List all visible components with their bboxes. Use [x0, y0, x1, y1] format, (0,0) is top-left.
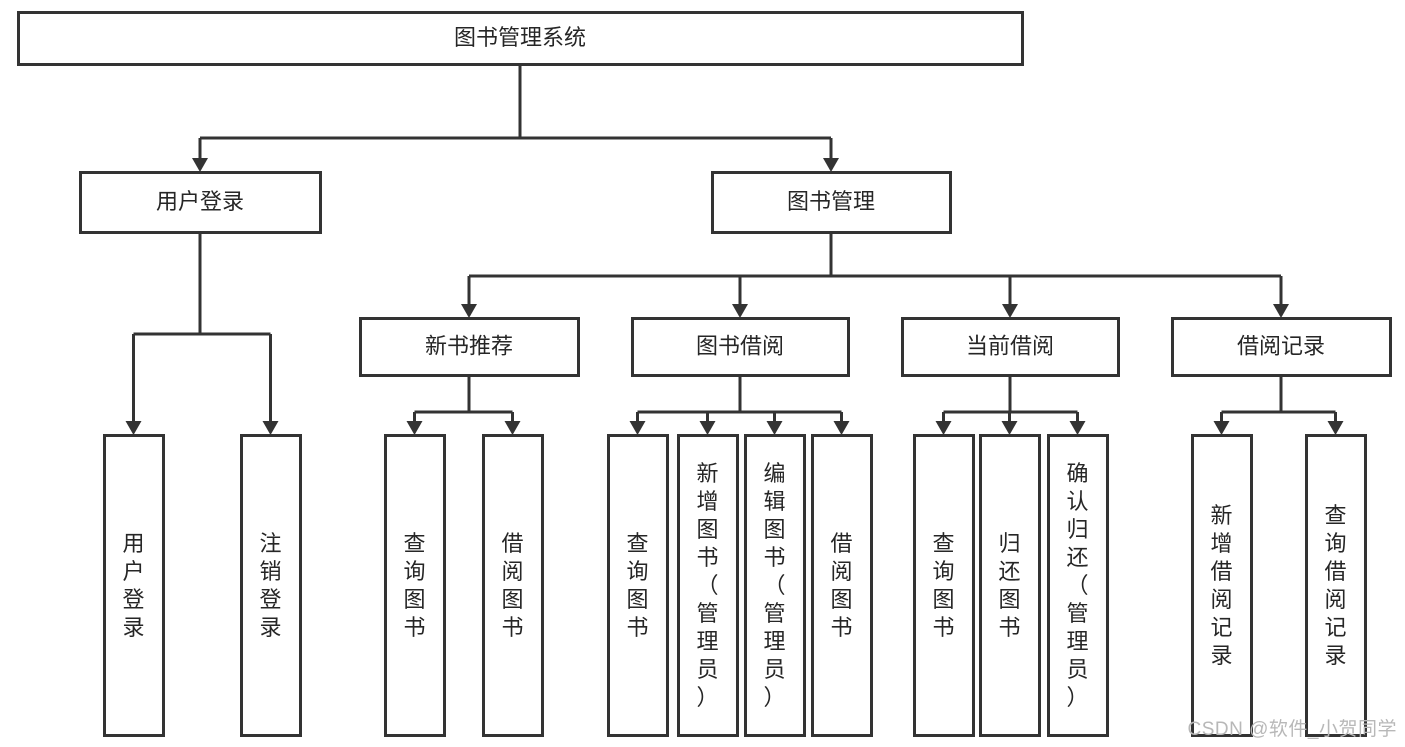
node-leaf-query-book-2-label: 查询图书 — [626, 531, 648, 640]
node-borrow-record[interactable] — [1171, 317, 1392, 377]
arrow-head-icon — [1002, 304, 1018, 318]
node-leaf-query-book-1[interactable] — [384, 434, 446, 737]
arrow-head-icon — [935, 421, 952, 435]
node-leaf-user-login[interactable] — [103, 434, 165, 737]
arrow-head-icon — [1069, 421, 1086, 435]
node-leaf-borrow-book-2[interactable] — [811, 434, 873, 737]
arrow-head-icon — [461, 304, 477, 318]
node-leaf-query-book-3[interactable] — [913, 434, 975, 737]
node-book-borrow[interactable] — [631, 317, 850, 377]
node-leaf-return-book[interactable] — [979, 434, 1041, 737]
arrow-head-icon — [262, 421, 279, 435]
arrow-head-icon — [699, 421, 716, 435]
node-leaf-query-book-2[interactable] — [607, 434, 669, 737]
arrow-head-icon — [732, 304, 748, 318]
node-leaf-query-record[interactable] — [1305, 434, 1367, 737]
node-leaf-confirm-return[interactable] — [1047, 434, 1109, 737]
node-user-login-label: 用户登录 — [156, 189, 244, 214]
arrow-head-icon — [766, 421, 783, 435]
node-book-manage[interactable] — [711, 171, 952, 234]
arrow-head-icon — [406, 421, 423, 435]
node-new-book-rec-label: 新书推荐 — [425, 333, 513, 358]
arrow-head-icon — [833, 421, 850, 435]
node-leaf-query-record-label: 查询借阅记录 — [1324, 503, 1346, 668]
arrow-head-icon — [629, 421, 646, 435]
arrow-head-icon — [823, 158, 839, 172]
node-leaf-confirm-return-label: 确认归还（管理员） — [1066, 461, 1088, 710]
node-leaf-borrow-book-1[interactable] — [482, 434, 544, 737]
node-leaf-user-logout-label: 注销登录 — [259, 531, 281, 640]
node-leaf-add-record-label: 新增借阅记录 — [1210, 503, 1232, 668]
arrow-head-icon — [1213, 421, 1230, 435]
node-leaf-edit-book[interactable] — [744, 434, 806, 737]
node-current-borrow[interactable] — [901, 317, 1120, 377]
node-leaf-user-login-label: 用户登录 — [122, 531, 144, 640]
node-leaf-edit-book-label: 编辑图书（管理员） — [763, 461, 785, 710]
node-borrow-record-label: 借阅记录 — [1237, 333, 1325, 358]
node-leaf-borrow-book-1-label: 借阅图书 — [501, 531, 523, 640]
node-leaf-user-logout[interactable] — [240, 434, 302, 737]
arrow-head-icon — [125, 421, 142, 435]
node-leaf-borrow-book-2-label: 借阅图书 — [830, 531, 852, 640]
node-new-book-rec[interactable] — [359, 317, 580, 377]
node-current-borrow-label: 当前借阅 — [966, 333, 1054, 358]
arrow-head-icon — [1273, 304, 1289, 318]
node-leaf-add-book-label: 新增图书（管理员） — [696, 461, 718, 710]
node-book-manage-label: 图书管理 — [787, 189, 875, 214]
arrow-head-icon — [192, 158, 208, 172]
node-leaf-add-book[interactable] — [677, 434, 739, 737]
node-leaf-return-book-label: 归还图书 — [998, 531, 1020, 640]
node-leaf-query-book-3-label: 查询图书 — [932, 531, 954, 640]
arrow-head-icon — [1327, 421, 1344, 435]
arrow-head-icon — [1001, 421, 1018, 435]
node-root-label: 图书管理系统 — [454, 25, 586, 50]
arrow-head-icon — [504, 421, 521, 435]
node-book-borrow-label: 图书借阅 — [696, 333, 784, 358]
node-layer: 图书管理系统用户登录图书管理新书推荐图书借阅当前借阅借阅记录用户登录注销登录查询… — [17, 11, 1392, 737]
connector-layer — [125, 64, 1344, 435]
node-user-login[interactable] — [79, 171, 322, 234]
node-leaf-add-record[interactable] — [1191, 434, 1253, 737]
node-leaf-query-book-1-label: 查询图书 — [403, 531, 425, 640]
node-root[interactable] — [17, 11, 1024, 66]
